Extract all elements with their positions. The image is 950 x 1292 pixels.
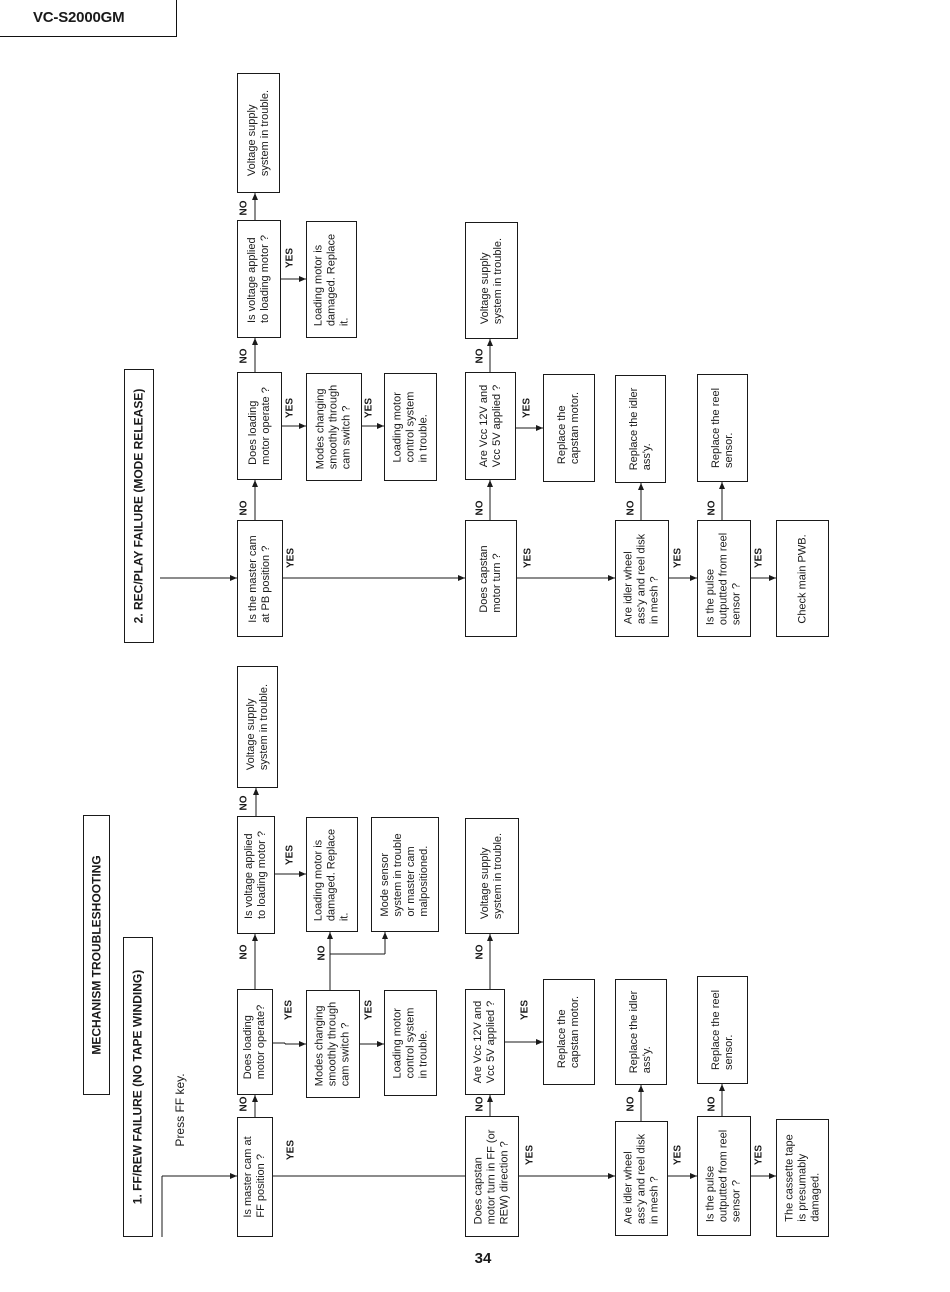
s1-replace-idler-box: Replace the idler ass'y.	[615, 979, 667, 1085]
s2-loading-motor-damaged-box: Loading motor is damaged. Replace it.	[306, 221, 357, 338]
s1-replace-reel-sensor-box: Replace the reel sensor.	[697, 976, 748, 1084]
s2-loading-motor-operate-box: Does loading motor operate ?	[237, 372, 282, 480]
s2-pulse-reel-sensor-box: Is the pulse outputted from reel sensor …	[697, 520, 751, 637]
s2-capstan-turn-box: Does capstan motor turn ?	[465, 520, 517, 637]
s2-replace-idler-box: Replace the idler ass'y.	[615, 375, 666, 483]
connector-arrowhead-29	[769, 1173, 776, 1179]
connector-arrowhead-2	[230, 1173, 237, 1179]
s2-vcc-applied-box: Are Vcc 12V and Vcc 5V applied ?	[465, 372, 516, 480]
connector-arrowhead-10	[299, 1041, 306, 1047]
connector-arrowhead-23	[608, 1173, 615, 1179]
s2-voltage-loading-motor-box: Is voltage applied to loading motor ?	[237, 220, 281, 338]
s2-idler-mesh-box: Are idler wheel ass'y and reel disk in m…	[615, 520, 669, 637]
section1-title: 1. FF/REW FAILURE (NO TAPE WINDING)	[123, 937, 153, 1237]
s1-voltage-loading-motor-box: Is voltage applied to loading motor ?	[237, 816, 275, 934]
connector-arrowhead-45	[487, 339, 493, 346]
s1-master-cam-ff-box: Is master cam at FF position ?	[237, 1117, 273, 1237]
section2-title: 2. REC/PLAY FAILURE (MODE RELEASE)	[124, 369, 154, 643]
connector-arrowhead-43	[377, 423, 384, 429]
connector-arrowhead-26	[690, 1173, 697, 1179]
s1-loading-control-trouble-box: Loading motor control system in trouble.	[384, 990, 437, 1096]
s1-pulse-reel-sensor-box: Is the pulse outputted from reel sensor …	[697, 1116, 751, 1236]
s1-idler-mesh-box: Are idler wheel ass'y and reel disk in m…	[615, 1121, 668, 1236]
connector-arrowhead-37	[458, 575, 465, 581]
connector-arrowhead-47	[536, 425, 543, 431]
s2-replace-reel-sensor-box: Replace the reel sensor.	[697, 374, 748, 482]
s2-replace-capstan-box: Replace the capstan motor.	[543, 374, 595, 482]
connector-arrowhead-19	[487, 934, 493, 941]
s1-voltage-supply-trouble-box: Voltage supply system in trouble.	[237, 666, 278, 788]
connector-arrowhead-31	[230, 575, 237, 581]
connector-arrowhead-49	[608, 575, 615, 581]
connector-arrowhead-3	[252, 1095, 258, 1102]
connector-arrowhead-5	[253, 788, 259, 795]
connector-arrowhead-4	[252, 934, 258, 941]
connector-arrowhead-53	[719, 482, 725, 489]
s2-modes-changing-box: Modes changing smoothly through cam swit…	[306, 373, 362, 481]
s1-modes-changing-box: Modes changing smoothly through cam swit…	[306, 990, 360, 1098]
connector-arrowhead-32	[252, 480, 258, 487]
model-tab: VC-S2000GM	[0, 0, 177, 37]
s2-master-cam-pb-box: Is the master cam at PB position ?	[237, 520, 283, 637]
s2-voltage-supply-trouble-box: Voltage supply system in trouble.	[237, 73, 280, 193]
connector-arrowhead-44	[487, 480, 493, 487]
s1-voltage-supply-trouble-2-box: Voltage supply system in trouble.	[465, 818, 519, 934]
s1-loading-motor-operate-box: Does loading motor operate?	[237, 989, 273, 1095]
connector-arrowhead-17	[382, 932, 388, 939]
s2-voltage-supply-trouble-2-box: Voltage supply system in trouble.	[465, 222, 518, 339]
connector-arrowhead-41	[299, 276, 306, 282]
connector-arrowhead-39	[299, 423, 306, 429]
connector-arrowhead-50	[638, 483, 644, 490]
s1-capstan-turn-box: Does capstan motor turn in FF (or REW) d…	[465, 1116, 519, 1237]
mechanism-troubleshooting-title: MECHANISM TROUBLESHOOTING	[83, 815, 110, 1095]
connector-arrowhead-55	[769, 575, 776, 581]
connector-arrowhead-18	[487, 1095, 493, 1102]
page-number: 34	[474, 1250, 492, 1267]
s1-vcc-applied-box: Are Vcc 12V and Vcc 5V applied ?	[465, 989, 505, 1095]
connector-arrowhead-24	[638, 1085, 644, 1092]
connector-arrowhead-12	[299, 871, 306, 877]
s1-mode-sensor-trouble-box: Mode sensor system in trouble or master …	[371, 817, 439, 932]
connector-arrowhead-33	[252, 338, 258, 345]
s2-loading-control-trouble-box: Loading motor control system in trouble.	[384, 373, 437, 481]
connector-arrowhead-34	[252, 193, 258, 200]
s1-loading-motor-damaged-box: Loading motor is damaged. Replace it.	[306, 817, 358, 932]
connector-arrowhead-15	[377, 1041, 384, 1047]
s1-cassette-damaged-box: The cassette tape is presumably damaged.	[776, 1119, 829, 1237]
s1-replace-capstan-box: Replace the capstan motor.	[543, 979, 595, 1085]
connector-arrowhead-27	[719, 1084, 725, 1091]
s2-check-main-pwb-box: Check main PWB.	[776, 520, 829, 637]
connector-arrowhead-13	[327, 932, 333, 939]
model-number: VC-S2000GM	[33, 9, 125, 26]
connector-arrowhead-52	[690, 575, 697, 581]
connector-arrowhead-21	[536, 1039, 543, 1045]
